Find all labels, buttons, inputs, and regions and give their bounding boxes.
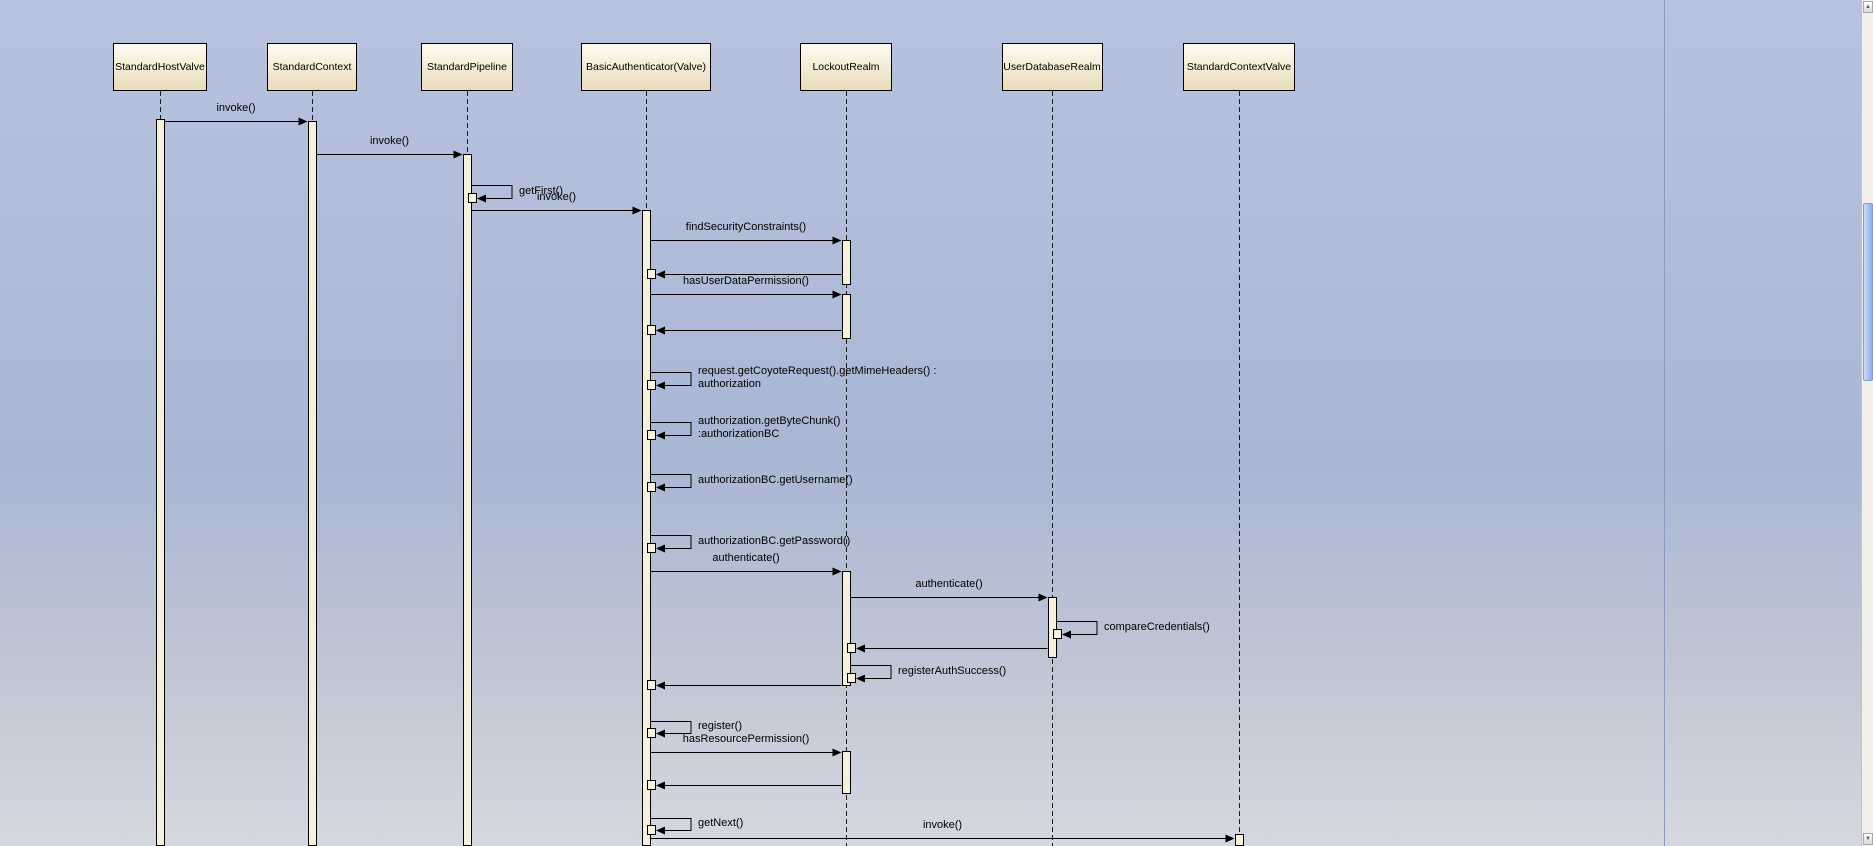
message-arrowhead: [832, 748, 842, 757]
scroll-up-button[interactable]: ▲: [1863, 1, 1873, 13]
self-message-line[interactable]: [650, 721, 692, 734]
scroll-up-icon: ▲: [1865, 4, 1871, 10]
self-arrowhead: [656, 826, 665, 835]
lifeline-head[interactable]: BasicAuthenticator(Valve): [581, 43, 711, 91]
activation-bar[interactable]: [1234, 834, 1244, 846]
message-label[interactable]: getNext(): [698, 817, 744, 829]
message-label[interactable]: authorization.getByteChunk():authorizati…: [698, 415, 841, 440]
activation-bar[interactable]: [841, 240, 851, 285]
lifeline-head[interactable]: StandardContextValve: [1183, 43, 1295, 91]
self-arrowhead: [656, 431, 665, 440]
return-activation-mark: [647, 269, 656, 279]
self-arrowhead: [856, 674, 865, 683]
message-arrowhead: [832, 567, 842, 576]
return-activation-mark: [647, 482, 656, 492]
self-message-line[interactable]: [650, 535, 692, 549]
scroll-down-icon: ▼: [1865, 836, 1871, 842]
message-label[interactable]: invoke(): [216, 102, 256, 114]
scroll-thumb[interactable]: [1863, 203, 1873, 381]
lifeline-head[interactable]: StandardPipeline: [421, 43, 513, 91]
message-label[interactable]: request.getCoyoteRequest().getMimeHeader…: [698, 365, 937, 390]
vertical-scrollbar[interactable]: ▲ ▼: [1861, 0, 1873, 846]
lifeline-head[interactable]: UserDatabaseRealm: [1001, 43, 1103, 91]
message-label[interactable]: registerAuthSuccess(): [898, 664, 1007, 677]
self-message-line[interactable]: [1056, 621, 1098, 635]
self-arrowhead: [656, 729, 665, 738]
message-label[interactable]: invoke(): [536, 191, 577, 203]
message-arrowhead: [832, 236, 842, 245]
message-label[interactable]: getFirst(): [519, 184, 563, 197]
return-activation-mark: [647, 728, 656, 738]
self-message-line[interactable]: [850, 665, 892, 679]
message-label[interactable]: authorizationBC.getPassword(): [698, 534, 851, 547]
activation-bar[interactable]: [307, 121, 317, 846]
message-label[interactable]: compareCredentials(): [1104, 620, 1210, 633]
self-message-line[interactable]: [471, 185, 513, 199]
lifeline-head[interactable]: StandardContext: [267, 43, 357, 91]
activation-bar[interactable]: [1047, 597, 1057, 658]
self-message-line[interactable]: [650, 818, 692, 831]
activation-bar[interactable]: [462, 154, 472, 846]
return-arrowhead: [656, 681, 665, 690]
activation-bar[interactable]: [841, 294, 851, 339]
return-arrowhead: [656, 326, 665, 335]
return-activation-mark: [647, 825, 656, 835]
activation-bar[interactable]: [641, 210, 651, 846]
return-activation-mark: [647, 780, 656, 790]
return-activation-mark: [647, 680, 656, 690]
self-arrowhead: [656, 381, 665, 390]
message-arrowhead: [832, 290, 842, 299]
message-label[interactable]: authorizationBC.getUsername(): [698, 473, 853, 486]
activation-bar[interactable]: [841, 751, 851, 794]
scroll-down-button[interactable]: ▼: [1863, 833, 1873, 845]
self-arrowhead: [477, 194, 486, 203]
return-activation-mark: [647, 430, 656, 440]
return-activation-mark: [647, 380, 656, 390]
message-arrowhead: [1225, 834, 1235, 843]
return-activation-mark: [647, 543, 656, 553]
self-message-line[interactable]: [650, 372, 692, 386]
message-label[interactable]: findSecurityConstraints(): [685, 221, 807, 233]
lifeline-head[interactable]: LockoutRealm: [800, 43, 892, 91]
message-arrowhead: [298, 117, 308, 126]
return-activation-mark: [647, 325, 656, 335]
return-activation-mark: [1053, 629, 1062, 639]
return-activation-mark: [847, 673, 856, 683]
message-arrowhead: [632, 206, 642, 215]
self-message-line[interactable]: [650, 474, 692, 488]
self-arrowhead: [656, 483, 665, 492]
message-arrowhead: [453, 150, 463, 159]
return-activation-mark: [847, 643, 856, 653]
return-activation-mark: [468, 193, 477, 203]
message-arrowhead: [1038, 593, 1048, 602]
activation-bar[interactable]: [841, 571, 851, 686]
message-label[interactable]: register(): [698, 720, 743, 732]
self-arrowhead: [1062, 630, 1071, 639]
self-arrowhead: [656, 544, 665, 553]
return-arrowhead: [656, 270, 665, 279]
return-arrowhead: [856, 644, 865, 653]
lifeline-head[interactable]: StandardHostValve: [113, 43, 207, 91]
message-label[interactable]: invoke(): [369, 135, 410, 147]
activation-bar[interactable]: [155, 119, 165, 846]
message-label[interactable]: hasUserDataPermission(): [683, 275, 809, 287]
return-arrowhead: [656, 781, 665, 790]
self-message-line[interactable]: [650, 422, 692, 436]
message-label[interactable]: authenticate(): [712, 552, 780, 564]
message-label[interactable]: authenticate(): [915, 578, 983, 590]
message-label[interactable]: hasResourcePermission(): [682, 733, 810, 745]
message-label[interactable]: invoke(): [922, 819, 963, 831]
